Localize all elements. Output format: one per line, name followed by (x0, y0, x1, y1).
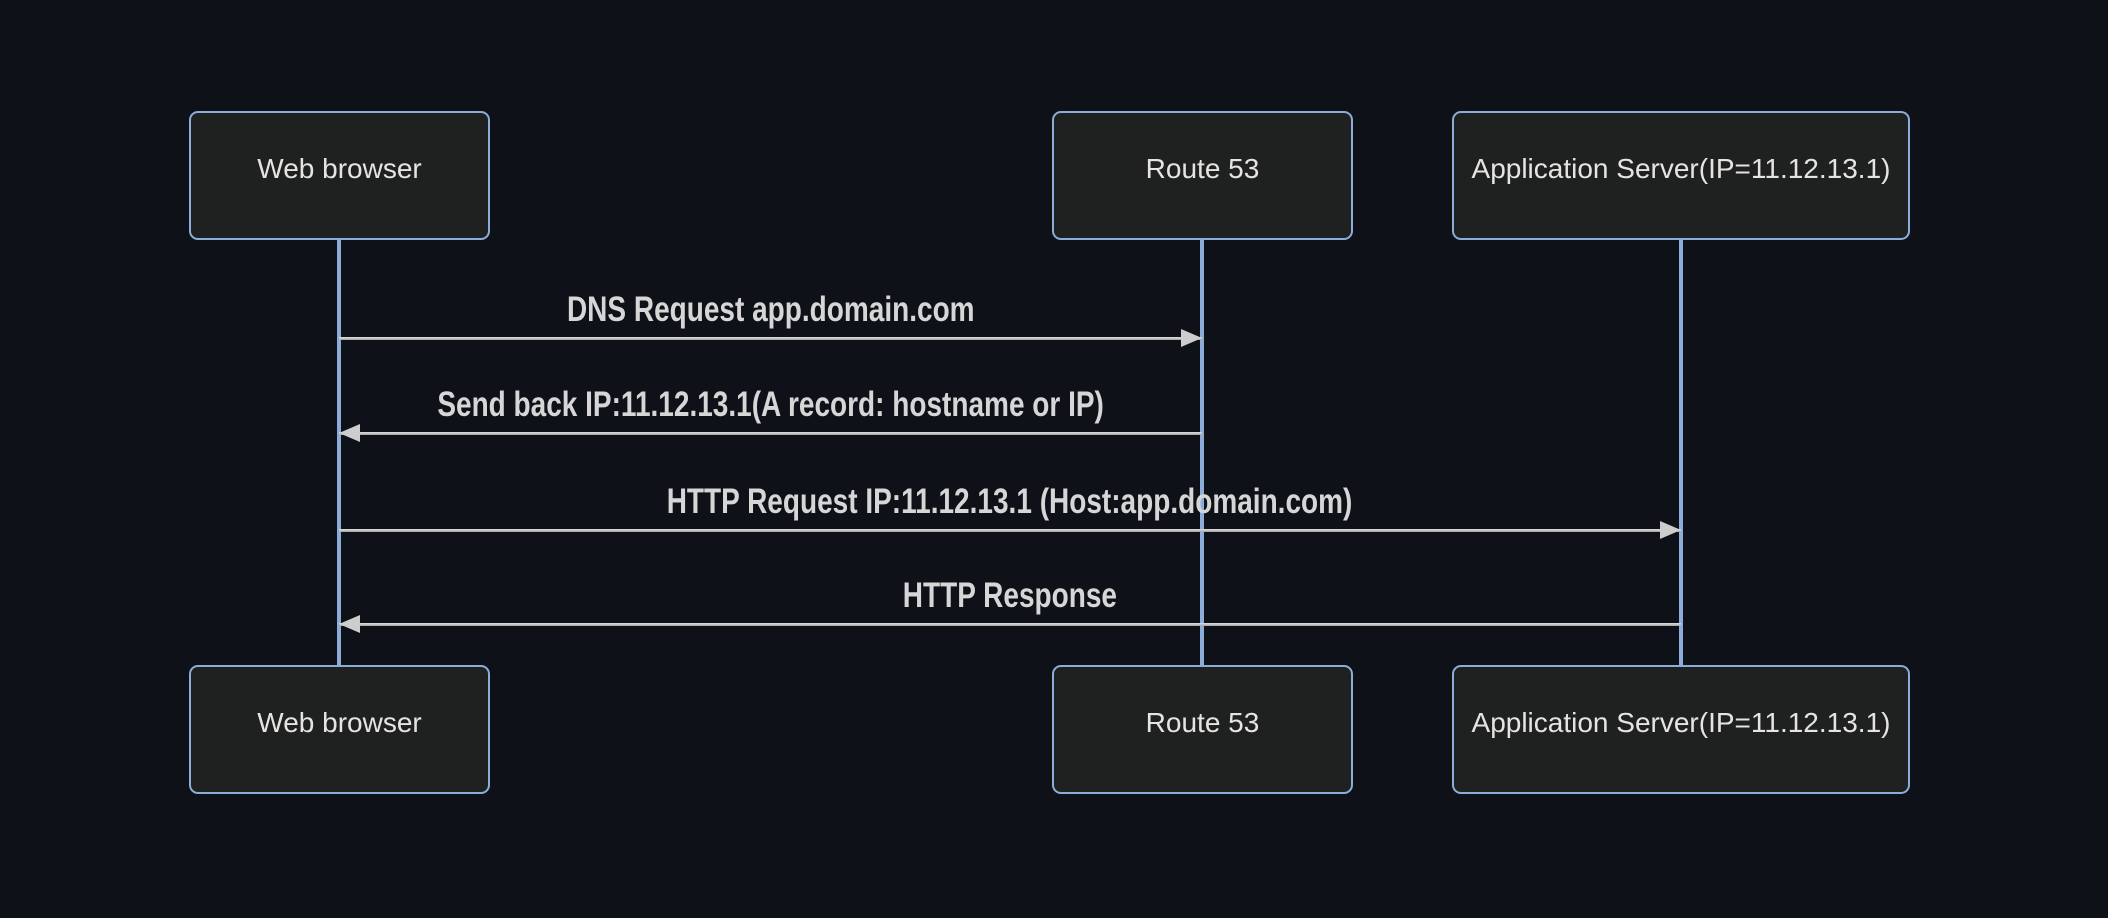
message-3-arrow (339, 529, 1681, 532)
actor-app-server-bottom: Application Server(IP=11.12.13.1) (1452, 665, 1910, 794)
actor-route-53-label: Route 53 (1145, 152, 1260, 184)
lifeline-web-browser (337, 240, 341, 665)
arrowhead-left-icon (339, 615, 360, 633)
actor-app-server-top: Application Server(IP=11.12.13.1) (1452, 111, 1910, 240)
actor-web-browser-top: Web browser (189, 111, 490, 240)
message-4-arrow (339, 623, 1681, 626)
lifeline-route-53 (1200, 240, 1204, 665)
actor-route-53-top: Route 53 (1052, 111, 1353, 240)
lifeline-app-server (1679, 240, 1683, 665)
arrowhead-right-icon (1181, 329, 1202, 347)
actor-app-server-label: Application Server(IP=11.12.13.1) (1471, 706, 1891, 738)
arrowhead-left-icon (339, 424, 360, 442)
actor-route-53-bottom: Route 53 (1052, 665, 1353, 794)
actor-web-browser-label: Web browser (257, 152, 422, 184)
message-3-label: HTTP Request IP:11.12.13.1 (Host:app.dom… (667, 482, 1353, 521)
message-2-arrow (339, 432, 1202, 435)
message-1-label: DNS Request app.domain.com (566, 290, 975, 329)
actor-web-browser-bottom: Web browser (189, 665, 490, 794)
actor-web-browser-label: Web browser (257, 706, 422, 738)
message-1-arrow (339, 337, 1202, 340)
message-4-label: HTTP Response (902, 576, 1118, 615)
arrowhead-right-icon (1660, 521, 1681, 539)
message-2-label: Send back IP:11.12.13.1(A record: hostna… (437, 385, 1104, 424)
actor-app-server-label: Application Server(IP=11.12.13.1) (1471, 152, 1891, 184)
actor-route-53-label: Route 53 (1145, 706, 1260, 738)
